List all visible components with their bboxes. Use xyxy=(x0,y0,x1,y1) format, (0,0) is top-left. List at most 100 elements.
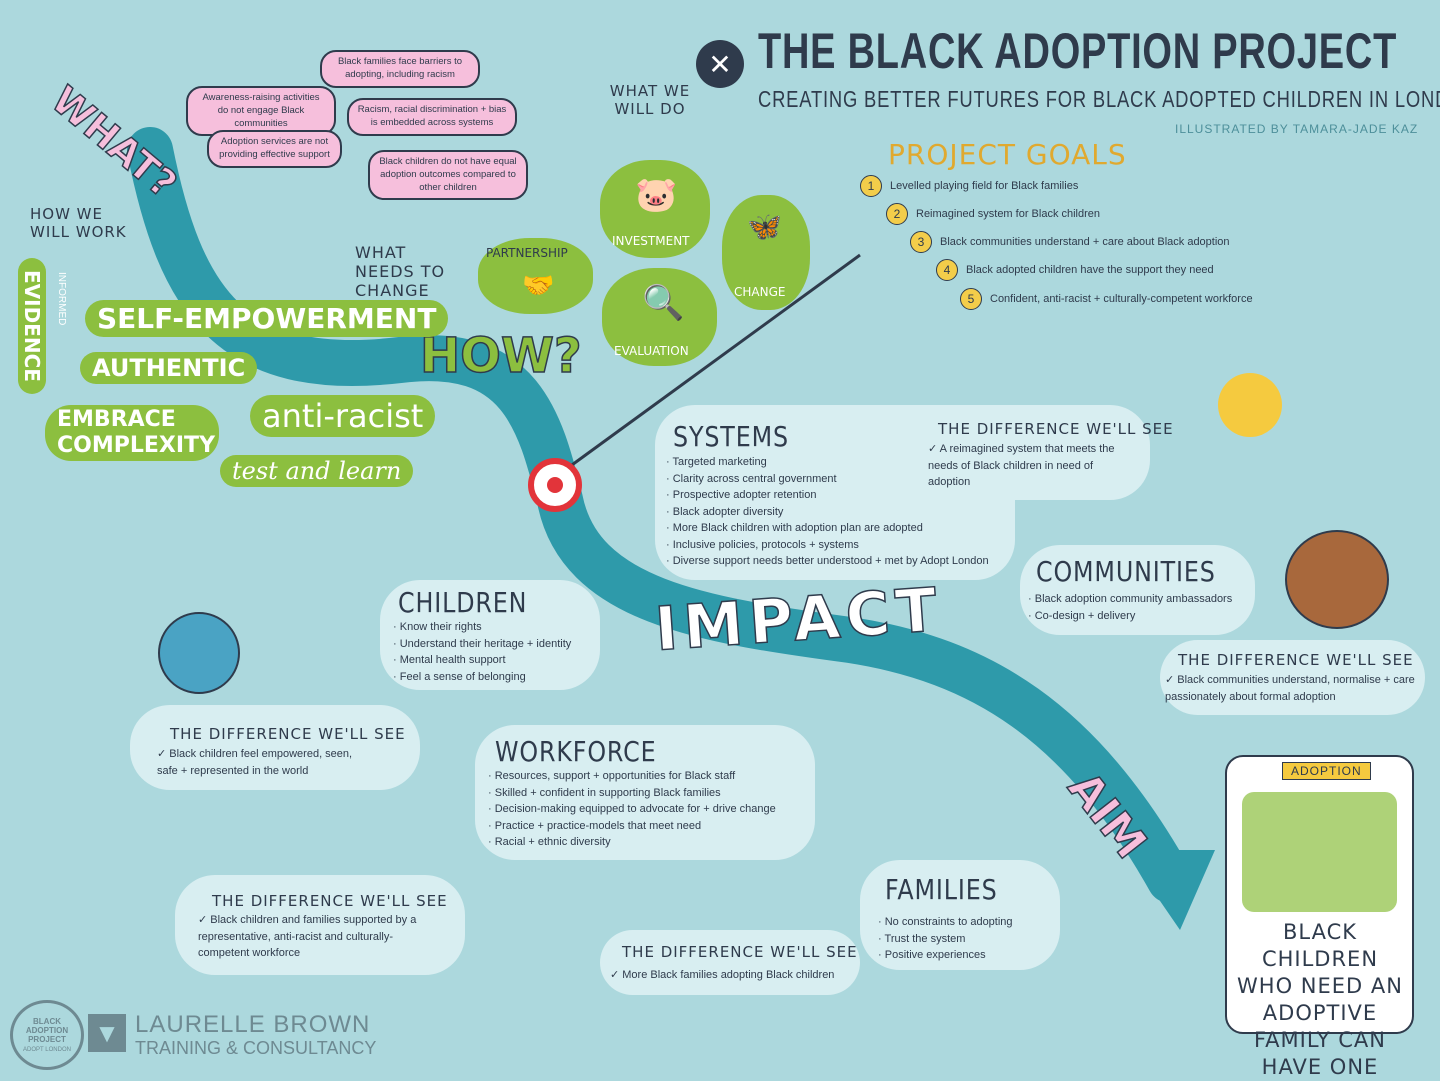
aim-statement: BLACK CHILDREN WHO NEED AN ADOPTIVE FAMI… xyxy=(1237,920,1403,1079)
difference-heading: THE DIFFERENCE WE'LL SEE xyxy=(212,892,448,910)
list-item: Feel a sense of belonging xyxy=(393,669,571,686)
piggy-bank-icon: 🐷 xyxy=(635,176,678,214)
principle-informed: INFORMED xyxy=(56,272,67,326)
goal-number: 1 xyxy=(860,175,882,197)
difference-text: ✓ Black children and families supported … xyxy=(198,914,417,959)
list-item: Black adopter diversity xyxy=(666,504,989,521)
problem-bubble: Adoption services are not providing effe… xyxy=(207,130,342,168)
list-item: Trust the system xyxy=(878,931,1013,948)
goal-item: 3 Black communities understand + care abo… xyxy=(910,231,1230,253)
aim-card: ADOPTION BLACK CHILDREN WHO NEED AN ADOP… xyxy=(1225,755,1414,1079)
difference-heading: THE DIFFERENCE WE'LL SEE xyxy=(622,943,858,961)
goal-item: 1 Levelled playing field for Black famili… xyxy=(860,175,1078,197)
goal-text: Levelled playing field for Black familie… xyxy=(890,180,1079,192)
list-item: Inclusive policies, protocols + systems xyxy=(666,537,989,554)
goal-number: 5 xyxy=(960,288,982,310)
change-blob: CHANGE 🦋 xyxy=(722,195,810,310)
list-item: No constraints to adopting xyxy=(878,914,1013,931)
investment-blob: INVESTMENT 🐷 xyxy=(600,160,710,258)
investment-label: INVESTMENT xyxy=(612,234,690,248)
badge-text: BLACK ADOPTION PROJECT xyxy=(25,1017,69,1044)
list-item: Mental health support xyxy=(393,652,571,669)
communities-difference-cloud xyxy=(1160,640,1425,715)
evaluation-label: EVALUATION xyxy=(614,344,689,358)
systems-difference-cloud xyxy=(920,405,1150,500)
problem-bubble: Awareness-raising activities do not enga… xyxy=(186,86,336,137)
black-adoption-project-badge: BLACK ADOPTION PROJECT ADOPT LONDON xyxy=(10,1000,84,1070)
systems-heading: SYSTEMS xyxy=(673,420,789,453)
list-item: More Black children with adoption plan a… xyxy=(666,520,989,537)
what-needs-to-change-label: WHAT NEEDS TO CHANGE xyxy=(355,243,446,300)
difference-heading: THE DIFFERENCE WE'LL SEE xyxy=(938,420,1174,438)
partnership-blob: PARTNERSHIP🤝 xyxy=(478,238,593,314)
list-item: Know their rights xyxy=(393,619,571,636)
page-title: THE BLACK ADOPTION PROJECT xyxy=(758,23,1398,79)
how-label: HOW? xyxy=(419,327,582,385)
communities-heading: COMMUNITIES xyxy=(1036,555,1216,588)
page-subtitle: CREATING BETTER FUTURES FOR BLACK ADOPTE… xyxy=(758,86,1440,112)
difference-text: ✓ Black communities understand, normalis… xyxy=(1165,674,1415,703)
principle-evidence: EVIDENCE xyxy=(18,258,46,394)
goal-number: 3 xyxy=(910,231,932,253)
list-item: Clarity across central government xyxy=(666,471,989,488)
goal-item: 2 Reimagined system for Black children xyxy=(886,203,1100,225)
arrow-head-icon xyxy=(1125,850,1215,930)
principle-anti-racist: anti-racist xyxy=(250,395,436,437)
laurelle-brown-logo-icon: ▼ xyxy=(88,1014,126,1052)
difference-heading: THE DIFFERENCE WE'LL SEE xyxy=(1178,651,1414,669)
children-difference-cloud xyxy=(130,705,420,790)
globe-icon xyxy=(158,612,240,694)
children-heading: CHILDREN xyxy=(398,586,528,619)
magnifier-icon: 🔍 xyxy=(642,284,685,322)
workforce-list: Resources, support + opportunities for B… xyxy=(488,768,776,851)
sun-icon xyxy=(1218,373,1282,437)
list-item: Prospective adopter retention xyxy=(666,487,989,504)
families-difference-cloud xyxy=(600,930,860,995)
project-goals-heading: PROJECT GOALS xyxy=(888,138,1127,171)
goal-number: 2 xyxy=(886,203,908,225)
goal-text: Confident, anti-racist + culturally-comp… xyxy=(990,293,1253,305)
child-face-illustration xyxy=(1285,530,1389,629)
goal-text: Black adopted children have the support … xyxy=(966,264,1214,276)
list-item: Diverse support needs better understood … xyxy=(666,553,989,570)
principle-test-and-learn: test and learn xyxy=(220,455,414,487)
difference-text: ✓ A reimagined system that meets the nee… xyxy=(928,443,1115,488)
family-illustration xyxy=(1242,792,1397,912)
badge-inner-text: ADOPT LONDON xyxy=(23,1047,71,1053)
what-we-will-do-label: WHAT WE WILL DO xyxy=(609,82,691,118)
butterfly-icon: 🦋 xyxy=(747,211,782,242)
principle-self-empowerment: SELF-EMPOWERMENT xyxy=(85,300,449,337)
workforce-difference-cloud xyxy=(175,875,465,975)
close-button[interactable]: ✕ xyxy=(696,40,744,88)
problem-bubble: Racism, racial discrimination + bias is … xyxy=(347,98,517,136)
arrow-icon xyxy=(564,253,861,472)
list-item: Positive experiences xyxy=(878,947,1013,964)
list-item: Racial + ethnic diversity xyxy=(488,834,776,851)
list-item: Black adoption community ambassadors xyxy=(1028,591,1232,608)
goal-text: Black communities understand + care abou… xyxy=(940,236,1230,248)
list-item: Practice + practice-models that meet nee… xyxy=(488,818,776,835)
list-item: Decision-making equipped to advocate for… xyxy=(488,801,776,818)
illustrator-credit: ILLUSTRATED BY TAMARA-JADE KAZ xyxy=(1175,122,1419,136)
workforce-heading: WORKFORCE xyxy=(495,735,657,768)
principle-authentic: AUTHENTIC xyxy=(80,352,258,384)
problem-bubble: Black families face barriers to adopting… xyxy=(320,50,480,88)
list-item: Targeted marketing xyxy=(666,454,989,471)
principle-embrace-complexity: EMBRACE COMPLEXITY xyxy=(45,405,219,461)
adoption-banner: ADOPTION xyxy=(1282,762,1371,780)
brand-name: LAURELLE BROWN xyxy=(135,1011,371,1038)
goal-text: Reimagined system for Black children xyxy=(916,208,1101,220)
children-list: Know their rightsUnderstand their herita… xyxy=(393,619,572,686)
communities-list: Black adoption community ambassadorsCo-d… xyxy=(1028,591,1232,624)
evaluation-blob: EVALUATION 🔍 xyxy=(602,268,717,366)
list-item: Understand their heritage + identity xyxy=(393,636,572,653)
partnership-label: PARTNERSHIP xyxy=(486,246,568,260)
change-label: CHANGE xyxy=(734,285,786,299)
list-item: Resources, support + opportunities for B… xyxy=(488,768,776,785)
difference-text: ✓ More Black families adopting Black chi… xyxy=(610,969,835,981)
list-item: Co-design + delivery xyxy=(1028,608,1232,625)
families-list: No constraints to adoptingTrust the syst… xyxy=(878,914,1013,964)
problem-bubble: Black children do not have equal adoptio… xyxy=(368,150,528,201)
